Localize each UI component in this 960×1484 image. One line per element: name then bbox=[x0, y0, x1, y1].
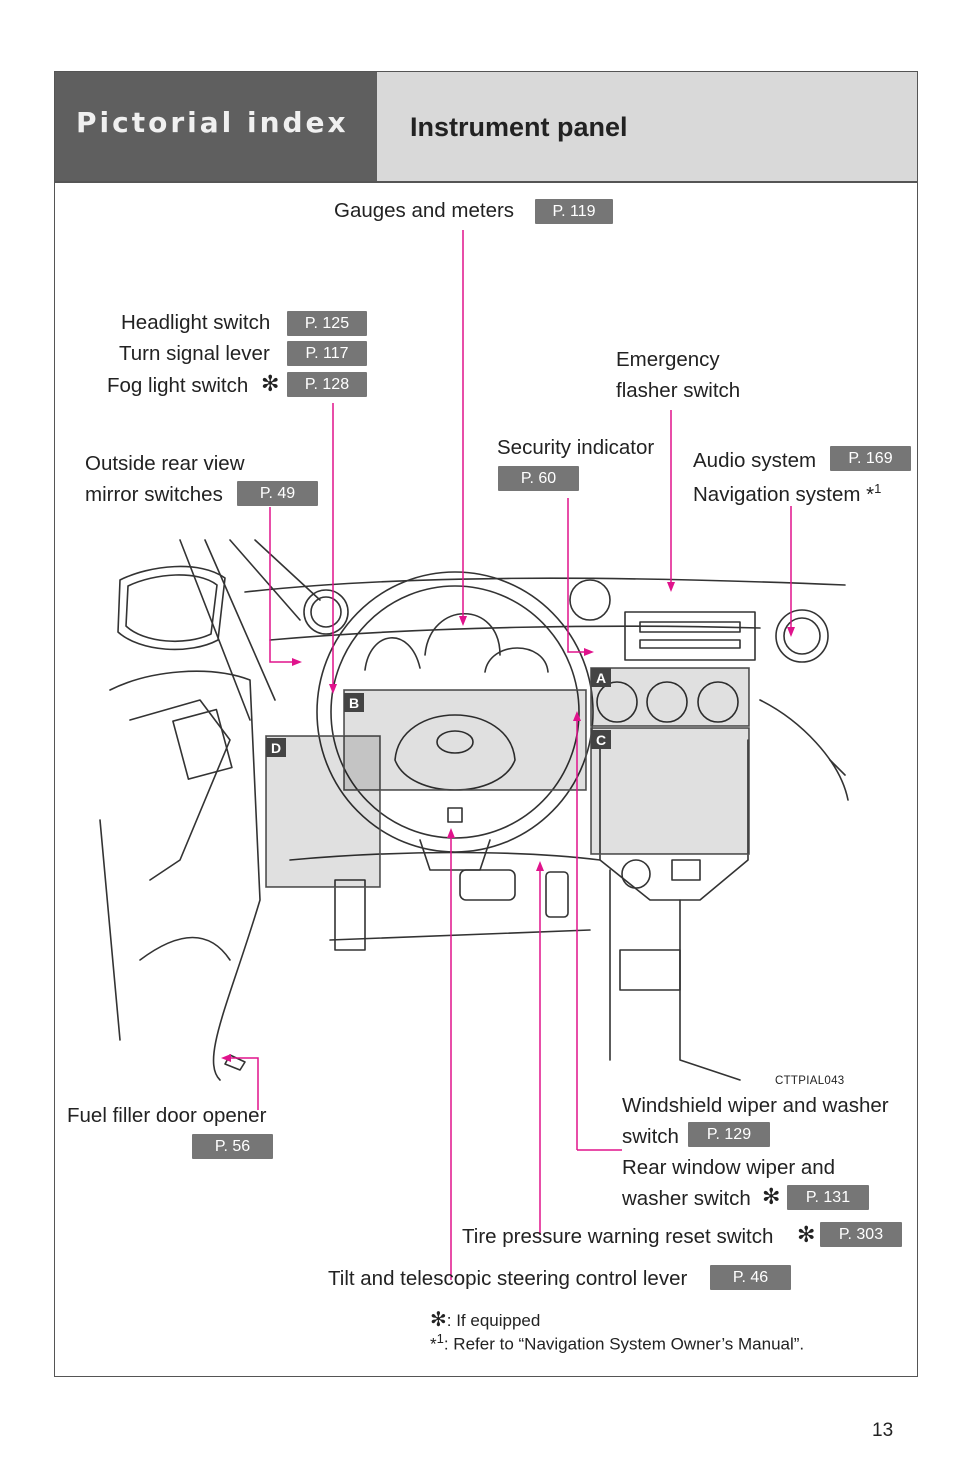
label-navigation-text: Navigation system * bbox=[693, 482, 875, 506]
label-mirror-line2: mirror switches bbox=[85, 483, 223, 506]
label-wiper-line1: Windshield wiper and washer bbox=[622, 1094, 889, 1117]
label-emergency-line1: Emergency bbox=[616, 348, 720, 371]
page-ref-rear-wiper[interactable]: P. 131 bbox=[787, 1185, 869, 1210]
callout-box-d bbox=[265, 735, 381, 888]
leader-security bbox=[567, 498, 590, 653]
label-turn-signal: Turn signal lever bbox=[119, 342, 270, 365]
label-audio: Audio system bbox=[693, 449, 817, 472]
label-rear-wiper-line1: Rear window wiper and bbox=[622, 1156, 836, 1179]
asterisk-icon: ✻ bbox=[261, 371, 280, 396]
page-frame bbox=[54, 71, 918, 1377]
callout-boxes bbox=[265, 667, 750, 888]
label-gauges: Gauges and meters bbox=[334, 199, 515, 222]
label-navigation: Navigation system *1 bbox=[693, 482, 881, 505]
page-title: Instrument panel bbox=[410, 112, 628, 142]
callout-letter-b: B bbox=[349, 695, 359, 711]
label-security: Security indicator bbox=[497, 436, 655, 459]
callout-letter-d: D bbox=[271, 740, 281, 756]
callout-shading bbox=[266, 668, 749, 887]
page-number: 13 bbox=[872, 1420, 894, 1441]
asterisk-icon: ✻ bbox=[762, 1184, 781, 1209]
page-ref-security[interactable]: P. 60 bbox=[498, 466, 579, 491]
page-ref-wiper[interactable]: P. 129 bbox=[688, 1122, 770, 1147]
callout-box-b bbox=[343, 689, 587, 791]
image-code: CTTPIAL043 bbox=[775, 1075, 845, 1087]
page-ref-turn-signal[interactable]: P. 117 bbox=[287, 341, 367, 366]
label-tilt: Tilt and telescopic steering control lev… bbox=[328, 1267, 688, 1290]
note-equipped: ✻: If equipped bbox=[430, 1310, 540, 1330]
page-ref-tilt[interactable]: P. 46 bbox=[710, 1265, 791, 1290]
label-rear-wiper-line2: washer switch bbox=[622, 1187, 751, 1210]
page-ref-mirror[interactable]: P. 49 bbox=[237, 481, 318, 506]
label-emergency-line2: flasher switch bbox=[616, 379, 741, 402]
page-ref-audio[interactable]: P. 169 bbox=[830, 446, 911, 471]
section-tab bbox=[55, 72, 377, 181]
page-ref-tire[interactable]: P. 303 bbox=[820, 1222, 902, 1247]
note-refer-prefix: * bbox=[430, 1334, 437, 1354]
leader-arrows bbox=[221, 582, 795, 1062]
note-refer-sup: 1 bbox=[436, 1331, 444, 1346]
asterisk-icon: ✻ bbox=[430, 1309, 447, 1331]
callout-box-a bbox=[590, 667, 750, 727]
callout-tag-a bbox=[591, 668, 611, 687]
note-refer-text: : Refer to “Navigation System Owner’s Ma… bbox=[443, 1334, 805, 1354]
label-fog-light: Fog light switch bbox=[107, 374, 249, 397]
note-equipped-text: : If equipped bbox=[446, 1311, 541, 1330]
asterisk-icon: ✻ bbox=[797, 1222, 816, 1247]
callout-tag-b bbox=[344, 693, 364, 712]
dashboard-line-art bbox=[99, 539, 849, 1081]
label-fuel: Fuel filler door opener bbox=[67, 1104, 267, 1127]
title-bar bbox=[377, 72, 917, 181]
label-tire: Tire pressure warning reset switch bbox=[462, 1225, 774, 1248]
callout-box-c bbox=[590, 727, 750, 855]
page-ref-gauges[interactable]: P. 119 bbox=[535, 199, 613, 224]
callout-tags: A B C D bbox=[266, 668, 611, 757]
callout-letter-a: A bbox=[596, 670, 606, 686]
callout-tag-c bbox=[591, 730, 611, 749]
footnote-marker: 1 bbox=[874, 481, 882, 496]
label-headlight: Headlight switch bbox=[121, 311, 271, 334]
callout-tag-d bbox=[266, 738, 286, 757]
page-ref-headlight[interactable]: P. 125 bbox=[287, 311, 367, 336]
leader-mirror bbox=[269, 507, 298, 663]
section-title: Pictorial index bbox=[76, 106, 349, 139]
page-ref-fuel[interactable]: P. 56 bbox=[192, 1134, 273, 1159]
leader-fuel bbox=[225, 1057, 259, 1110]
page-ref-fog-light[interactable]: P. 128 bbox=[287, 372, 367, 397]
callout-letter-c: C bbox=[596, 732, 606, 748]
label-wiper-line2: switch bbox=[622, 1125, 679, 1148]
header-divider bbox=[55, 181, 917, 183]
note-refer: *1: Refer to “Navigation System Owner’s … bbox=[430, 1332, 804, 1353]
label-mirror-line1: Outside rear view bbox=[85, 452, 245, 475]
leader-lines bbox=[225, 230, 792, 1280]
